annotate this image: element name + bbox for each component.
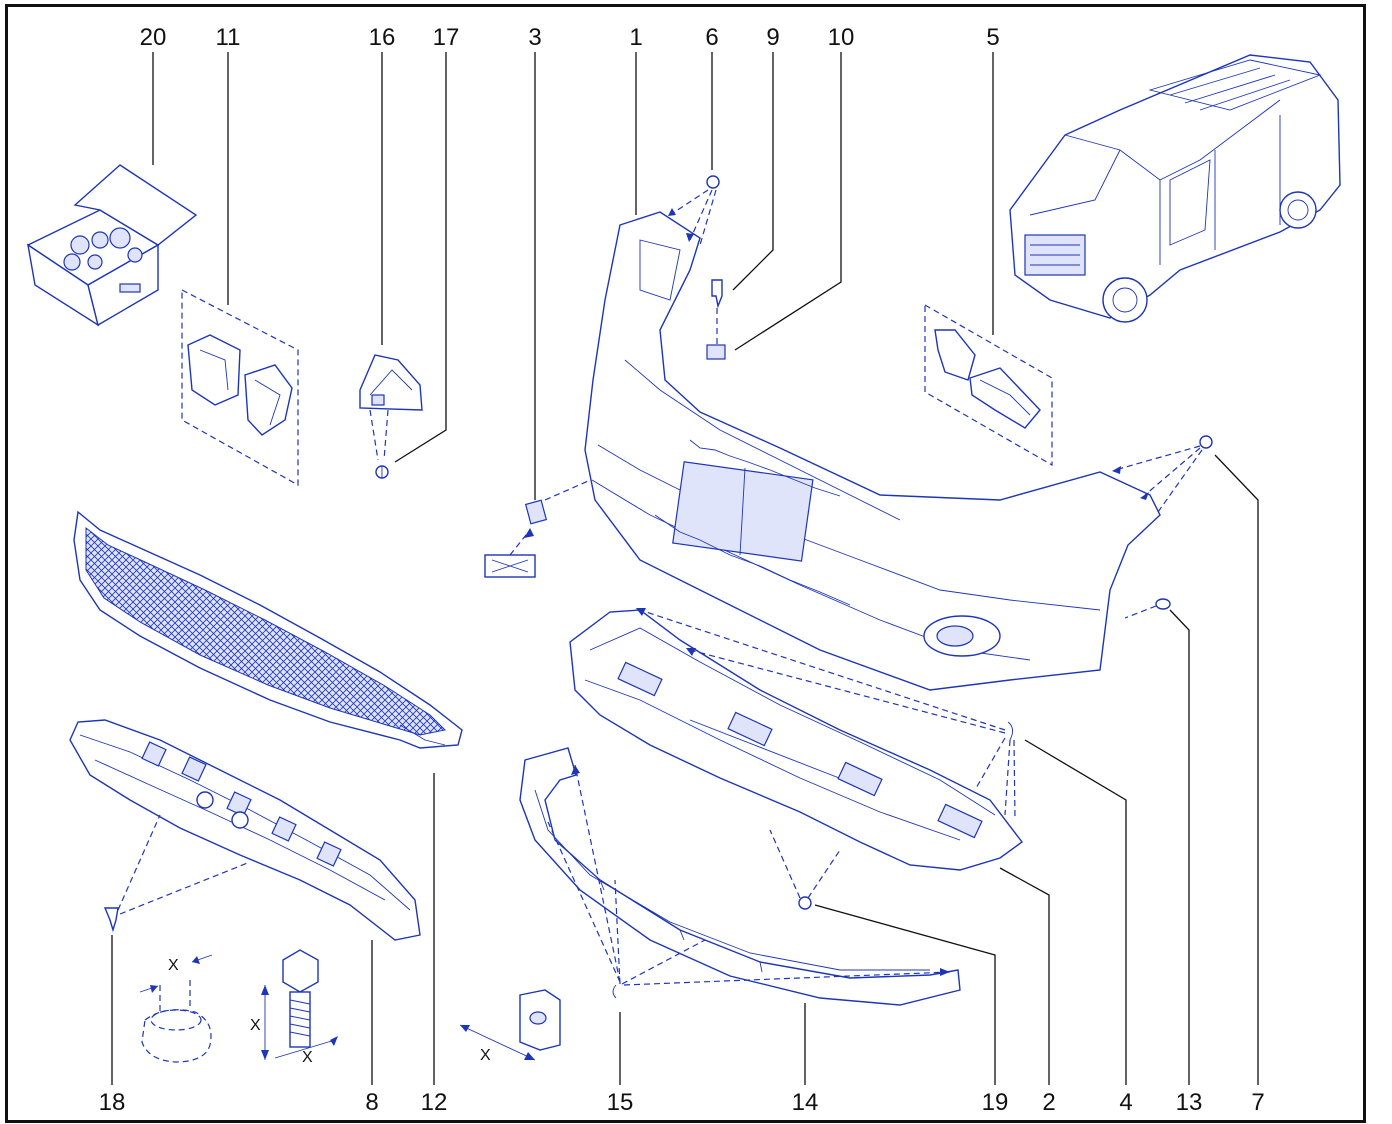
part-9-screw <box>711 279 723 345</box>
part-3-plate-clip <box>484 477 596 578</box>
leader-2 <box>999 867 1050 1085</box>
nut-dimension-detail: X <box>139 954 213 1063</box>
part-2-splash-shield <box>569 609 1023 871</box>
clip-nut-x: X <box>480 1047 491 1064</box>
callout-20: 20 <box>140 24 167 51</box>
bolt-diameter-x: X <box>302 1049 313 1066</box>
callout-11: 11 <box>216 24 241 51</box>
part-17-screw <box>375 465 389 479</box>
callout-2: 2 <box>1042 1089 1055 1116</box>
part-14-spoiler-lip <box>519 747 961 1006</box>
callout-16: 16 <box>369 24 396 51</box>
bottom-callouts: 18 8 12 15 14 19 2 4 13 7 <box>99 1089 1265 1116</box>
callout-5: 5 <box>986 24 999 51</box>
callout-4: 4 <box>1119 1089 1132 1116</box>
part-13-clip <box>1124 598 1171 619</box>
leader-10 <box>734 52 842 351</box>
part-12-grille <box>73 510 463 749</box>
part-10-clip-nut <box>706 344 726 360</box>
callout-18: 18 <box>99 1089 126 1116</box>
leader-17 <box>394 52 447 463</box>
part-5-bracket-set <box>924 303 1053 467</box>
van-illustration <box>1009 54 1341 323</box>
callout-10: 10 <box>828 24 855 51</box>
callout-14: 14 <box>792 1089 819 1116</box>
part-8-cross-member <box>69 719 421 941</box>
clip-nut-dimension-detail: X <box>459 989 561 1064</box>
part-19-screw <box>769 829 841 910</box>
part-20-fixing-kit-box <box>26 164 198 327</box>
callout-17: 17 <box>433 24 460 51</box>
part-15-clips <box>547 764 951 999</box>
leader-lines <box>111 52 1259 1085</box>
leader-19 <box>814 904 996 1085</box>
callout-9: 9 <box>766 24 779 51</box>
callout-13: 13 <box>1176 1089 1203 1116</box>
callout-7: 7 <box>1251 1089 1264 1116</box>
part-1-front-bumper <box>584 211 1161 691</box>
callout-1: 1 <box>629 24 642 51</box>
callout-6: 6 <box>705 24 718 51</box>
part-11-bracket-set <box>181 289 299 487</box>
part-4-clips <box>636 608 1016 821</box>
part-6-screw <box>668 175 720 246</box>
callout-3: 3 <box>528 24 541 51</box>
callout-19: 19 <box>982 1089 1009 1116</box>
leader-4 <box>1024 739 1127 1085</box>
bolt-dimension-detail: X X <box>250 949 338 1066</box>
leader-9 <box>732 52 774 291</box>
bolt-length-x: X <box>250 1017 261 1034</box>
diagram-frame <box>5 4 1366 1123</box>
nut-dimension-x: X <box>168 957 179 974</box>
callout-8: 8 <box>365 1089 378 1116</box>
part-18-screw <box>103 814 251 933</box>
callout-15: 15 <box>607 1089 634 1116</box>
callout-12: 12 <box>421 1089 448 1116</box>
leader-7 <box>1214 454 1259 1085</box>
leader-13 <box>1169 609 1190 1085</box>
part-16-guide <box>359 354 423 461</box>
part-7-screw <box>1112 435 1213 513</box>
top-callouts: 20 11 16 17 3 1 6 9 10 5 <box>140 24 1000 51</box>
